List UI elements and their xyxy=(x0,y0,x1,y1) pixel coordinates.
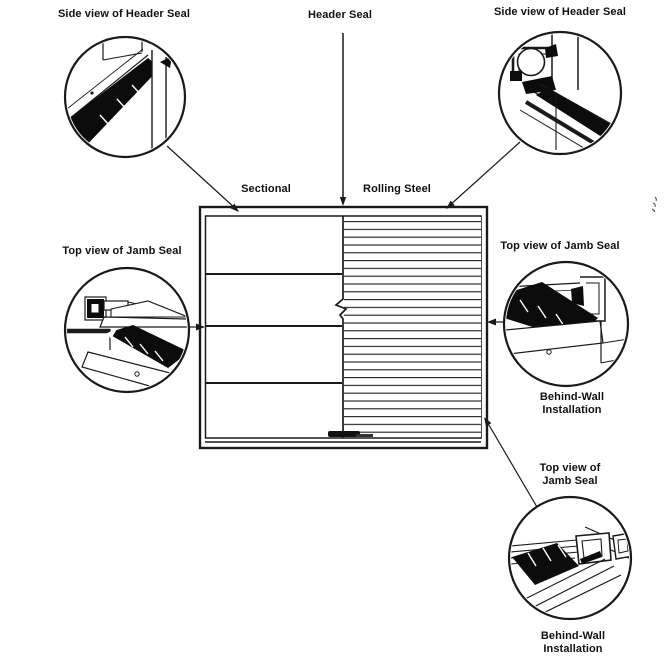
arrow-top-left-icon xyxy=(230,203,239,212)
door-handle-plate xyxy=(356,434,373,437)
label-side-view-header-seal-left: Side view of Header Seal xyxy=(57,8,190,20)
label-sectional: Sectional xyxy=(241,183,291,195)
label-rolling-steel: Rolling Steel xyxy=(363,183,431,195)
rolling-steel-slats xyxy=(344,217,481,437)
label-top-view-jamb-seal-bottom: Top view of Jamb Seal xyxy=(539,462,601,487)
arrow-mid-right-icon xyxy=(487,318,496,326)
header-seal-side-detail-right xyxy=(510,34,619,152)
caption-behind-wall-bottom: Behind-Wall Installation xyxy=(540,630,606,655)
sectional-panel-lines xyxy=(206,273,342,384)
door-center-divider xyxy=(334,216,348,438)
arrow-header-seal-icon xyxy=(339,197,347,206)
leader-lines xyxy=(166,33,538,508)
callout-circle-bottom-right xyxy=(507,495,633,621)
jamb-seal-top-detail-right xyxy=(506,276,626,364)
callout-circle-mid-right xyxy=(502,260,630,388)
arrow-mid-left-icon xyxy=(196,323,205,331)
leader-top-right xyxy=(448,141,521,207)
door-diagram xyxy=(198,205,489,450)
leader-top-left xyxy=(166,145,237,210)
label-side-view-header-seal-right: Side view of Header Seal xyxy=(493,6,626,18)
callout-circle-mid-left xyxy=(63,266,191,394)
label-top-view-jamb-seal-left: Top view of Jamb Seal xyxy=(62,245,182,257)
header-seal-side-detail-left xyxy=(67,39,172,155)
arrow-top-right-icon xyxy=(446,200,455,209)
print-artifact xyxy=(651,196,657,213)
callout-circle-top-right xyxy=(497,30,623,156)
label-top-view-jamb-seal-right: Top view of Jamb Seal xyxy=(500,240,620,252)
caption-behind-wall-right: Behind-Wall Installation xyxy=(539,391,605,416)
arrow-bottom-right-icon xyxy=(484,417,492,427)
label-header-seal: Header Seal xyxy=(307,9,373,21)
door-handle xyxy=(328,431,360,437)
callout-circle-top-left xyxy=(63,35,187,159)
jamb-seal-top-detail-bottom xyxy=(511,526,629,617)
leader-bottom-right xyxy=(485,419,538,508)
